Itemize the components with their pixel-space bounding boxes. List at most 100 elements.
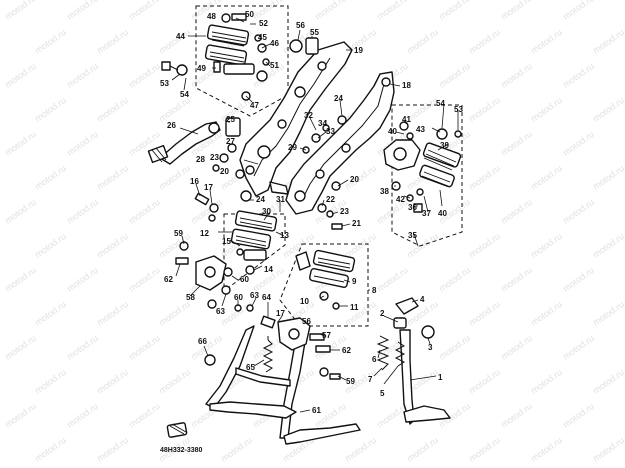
callout-2: 2 xyxy=(380,309,385,318)
callout-53-right: 53 xyxy=(454,105,463,114)
watermark-text: motod.ru xyxy=(499,129,534,158)
watermark-text: motod.ru xyxy=(33,27,68,56)
watermark-text: motod.ru xyxy=(65,129,100,158)
watermark-text: motod.ru xyxy=(437,61,472,90)
watermark-text: motod.ru xyxy=(95,163,130,192)
watermark-text: motod.ru xyxy=(95,27,130,56)
watermark-text: motod.ru xyxy=(127,265,162,294)
watermark-text: motod.ru xyxy=(561,61,596,90)
watermark-text: motod.ru xyxy=(561,401,596,430)
callout-30: 30 xyxy=(262,207,271,216)
watermark-text: motod.ru xyxy=(343,231,378,260)
watermark-text: motod.ru xyxy=(95,231,130,260)
watermark-text: motod.ru xyxy=(561,129,596,158)
callout-8: 8 xyxy=(372,286,377,295)
watermark-text: motod.ru xyxy=(375,265,410,294)
callout-62-right: 62 xyxy=(342,346,351,355)
callout-65: 65 xyxy=(246,363,255,372)
watermark-text: motod.ru xyxy=(467,435,502,464)
callout-24-lower: 24 xyxy=(256,195,265,204)
watermark-text: motod.ru xyxy=(33,231,68,260)
watermark-text: motod.ru xyxy=(467,95,502,124)
callout-48: 48 xyxy=(207,12,216,21)
callout-23-left: 23 xyxy=(210,153,219,162)
watermark-text: motod.ru xyxy=(529,231,564,260)
callout-26: 26 xyxy=(167,121,176,130)
callout-27: 27 xyxy=(226,137,235,146)
watermark-text: motod.ru xyxy=(127,0,162,22)
watermark-text: motod.ru xyxy=(561,265,596,294)
watermark-text: motod.ru xyxy=(33,435,68,464)
leader-lines xyxy=(171,17,459,413)
watermark-text: motod.ru xyxy=(591,435,625,464)
watermark-text: motod.ru xyxy=(591,231,625,260)
callout-39: 39 xyxy=(440,141,449,150)
watermark-text: motod.ru xyxy=(529,163,564,192)
callout-4: 4 xyxy=(420,295,425,304)
footrest-assembly-8 xyxy=(295,249,356,310)
callout-66: 66 xyxy=(198,337,207,346)
callout-16: 16 xyxy=(190,177,199,186)
watermark-text: motod.ru xyxy=(437,0,472,22)
watermark-text: motod.ru xyxy=(219,435,254,464)
watermark-text: motod.ru xyxy=(591,95,625,124)
watermark-text: motod.ru xyxy=(405,435,440,464)
callout-61: 61 xyxy=(312,406,321,415)
watermark-text: motod.ru xyxy=(65,0,100,22)
assembly-box-12 xyxy=(223,213,286,289)
watermark-text: motod.ru xyxy=(251,0,286,22)
callout-40: 40 xyxy=(438,209,447,218)
watermark-text: motod.ru xyxy=(499,333,534,362)
center-stand-61 xyxy=(166,325,361,445)
callout-56: 56 xyxy=(296,21,305,30)
watermark-text: motod.ru xyxy=(561,197,596,226)
callout-40-upper: 40 xyxy=(388,127,397,136)
watermark-text: motod.ru xyxy=(127,401,162,430)
callout-53-left: 53 xyxy=(160,79,169,88)
watermark-text: motod.ru xyxy=(95,299,130,328)
watermark-text: motod.ru xyxy=(467,27,502,56)
watermark-text: motod.ru xyxy=(33,95,68,124)
callout-34: 34 xyxy=(318,119,327,128)
callout-25: 25 xyxy=(226,115,235,124)
washer-66 xyxy=(204,354,216,366)
callout-12: 12 xyxy=(200,229,209,238)
callout-13: 13 xyxy=(280,231,289,240)
watermark-text: motod.ru xyxy=(499,401,534,430)
watermark-text: motod.ru xyxy=(405,27,440,56)
brake-pedal xyxy=(159,121,221,165)
bushing-25 xyxy=(225,117,241,137)
watermark-text: motod.ru xyxy=(561,0,596,22)
watermark-text: motod.ru xyxy=(499,61,534,90)
watermark-text: motod.ru xyxy=(95,367,130,396)
watermark-text: motod.ru xyxy=(33,367,68,396)
watermark-text: motod.ru xyxy=(65,61,100,90)
callout-17-lower: 17 xyxy=(276,309,285,318)
callout-60-lower: 60 xyxy=(234,293,243,302)
callout-55: 55 xyxy=(310,28,319,37)
callout-36: 36 xyxy=(408,203,417,212)
callout-3: 3 xyxy=(428,343,433,352)
callout-44: 44 xyxy=(176,32,185,41)
callout-54-left: 54 xyxy=(180,90,189,99)
callout-64: 64 xyxy=(262,293,271,302)
watermark-text: motod.ru xyxy=(529,367,564,396)
bolt-21 xyxy=(331,223,343,230)
callout-5: 5 xyxy=(380,389,385,398)
watermark-text: motod.ru xyxy=(591,299,625,328)
callout-33: 33 xyxy=(326,127,335,136)
diagram-code: 48H332-3380 xyxy=(160,447,203,454)
watermark-text: motod.ru xyxy=(95,95,130,124)
watermark-text: motod.ru xyxy=(3,129,38,158)
watermark-text: motod.ru xyxy=(3,333,38,362)
callout-46: 46 xyxy=(270,39,279,48)
watermark-text: motod.ru xyxy=(529,27,564,56)
callout-63: 63 xyxy=(250,291,259,300)
watermark-text: motod.ru xyxy=(343,435,378,464)
callout-31: 31 xyxy=(276,195,285,204)
watermark-text: motod.ru xyxy=(33,299,68,328)
bolt-62-left xyxy=(175,257,189,265)
watermark-text: motod.ru xyxy=(591,27,625,56)
watermark-text: motod.ru xyxy=(127,333,162,362)
